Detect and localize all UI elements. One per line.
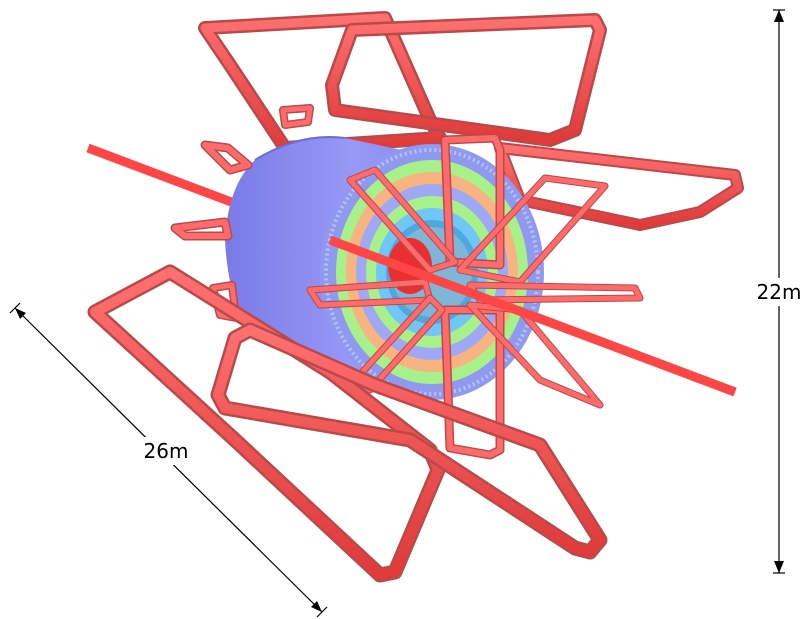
height-dimension: 22m [752,9,806,574]
toroid-coil-top-right [325,13,607,147]
arrow-tip-icon [774,10,784,22]
arrow-tip-icon [311,601,322,612]
height-label: 22m [757,280,802,304]
length-dimension: 26m [9,302,328,618]
arrow-tip-icon [774,561,784,573]
toroid-coil-left-small [170,104,314,322]
toroid-coil-top-back [198,11,447,155]
toroid-coil-bottom-right [210,322,608,560]
arrow-tip-icon [15,308,26,319]
toroid-coil-bottom-left [87,264,446,583]
arrow-tip-icon [316,606,328,618]
arrow-tip-icon [9,302,21,314]
beam-pipe-front [328,235,737,397]
length-label: 26m [144,439,189,463]
